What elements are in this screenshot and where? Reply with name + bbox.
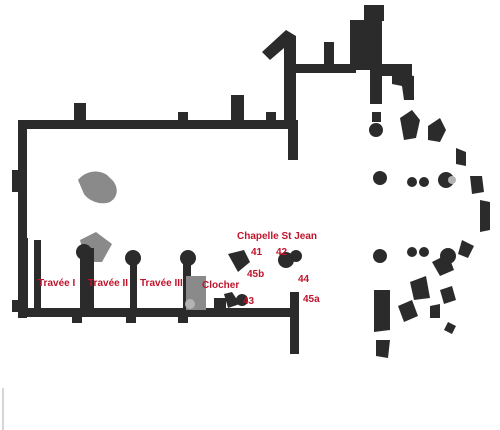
transept-walls xyxy=(262,5,414,122)
label-travee-2: Travée II xyxy=(88,278,129,289)
label-travee-3: Travée III xyxy=(140,278,183,289)
label-44: 44 xyxy=(298,274,310,285)
label-42: 42 xyxy=(276,247,288,258)
nave-walls xyxy=(12,95,299,354)
nave-north-shading xyxy=(78,171,117,204)
label-chapelle-st-jean: Chapelle St Jean xyxy=(237,231,318,242)
label-41: 41 xyxy=(251,247,263,258)
chevet-piers xyxy=(369,110,490,358)
page-edge-mark xyxy=(2,388,4,430)
label-43: 43 xyxy=(243,296,255,307)
label-clocher: Clocher xyxy=(202,280,240,291)
label-travee-1: Travée I xyxy=(38,278,76,289)
label-45b: 45b xyxy=(247,269,265,280)
label-45a: 45a xyxy=(303,294,320,305)
south-arcade xyxy=(20,232,302,310)
